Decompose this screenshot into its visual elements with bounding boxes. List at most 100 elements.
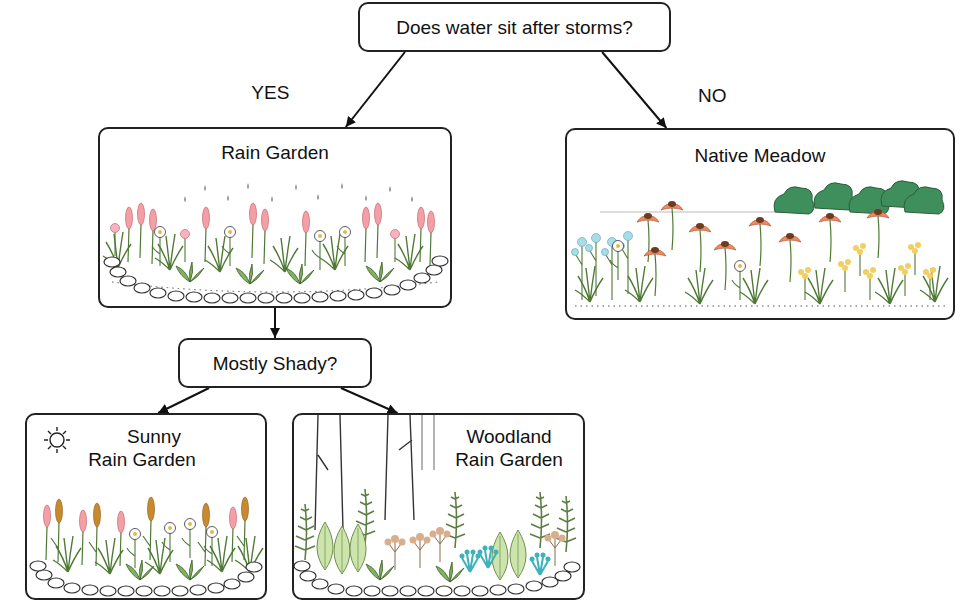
yellow-flower bbox=[838, 259, 851, 292]
grass-clump bbox=[155, 234, 183, 270]
white-flower bbox=[732, 261, 746, 301]
yellow-flower bbox=[908, 242, 921, 275]
arrow-connector bbox=[274, 308, 276, 338]
ochre-spike bbox=[51, 499, 63, 562]
leafy-plant bbox=[236, 264, 264, 284]
yellow-flower bbox=[863, 267, 876, 300]
coneflower bbox=[867, 209, 889, 258]
hosta-leaf bbox=[334, 526, 350, 574]
pink-spike bbox=[138, 203, 145, 258]
edge-label-holder: YES bbox=[248, 80, 292, 103]
connector-group bbox=[158, 52, 666, 413]
grass-clump bbox=[270, 236, 298, 272]
grass-clump bbox=[145, 538, 173, 574]
pink-spike bbox=[118, 511, 125, 566]
fern bbox=[295, 504, 315, 560]
hosta-leaf bbox=[317, 522, 333, 570]
grass-clump bbox=[805, 268, 833, 304]
raindrop bbox=[204, 185, 206, 191]
pink-spike bbox=[80, 510, 87, 565]
pink-spike bbox=[250, 203, 257, 258]
pink-flower bbox=[111, 224, 120, 257]
pink-spike bbox=[375, 203, 382, 258]
tree-trunk bbox=[422, 415, 434, 470]
shrub bbox=[774, 187, 814, 214]
pink-flower bbox=[181, 230, 190, 263]
raindrop bbox=[295, 184, 297, 190]
pink-spike bbox=[126, 207, 133, 262]
grass-clump bbox=[685, 268, 713, 304]
tan-flower bbox=[430, 527, 451, 562]
pink-spike bbox=[150, 209, 157, 264]
grass-clump bbox=[95, 538, 123, 574]
raindrop bbox=[389, 186, 391, 192]
tree-trunk bbox=[385, 415, 414, 520]
white-flower bbox=[337, 227, 351, 267]
coneflower bbox=[749, 217, 771, 266]
question-box: Does water sit after storms? bbox=[358, 2, 671, 52]
arrow-connector bbox=[602, 52, 666, 128]
coneflower bbox=[644, 247, 666, 296]
rock-border bbox=[294, 561, 580, 596]
question-box: Mostly Shady? bbox=[178, 338, 372, 388]
white-flower bbox=[182, 519, 196, 559]
hosta-leaf bbox=[510, 530, 526, 578]
tan-flower bbox=[410, 533, 431, 568]
white-flower bbox=[204, 527, 218, 567]
pink-spike bbox=[203, 207, 210, 262]
edge-label-holder: NO bbox=[695, 84, 730, 107]
yellow-flower bbox=[853, 243, 866, 276]
blue-flower bbox=[572, 238, 587, 301]
pink-spike bbox=[303, 211, 310, 266]
tan-flower bbox=[385, 535, 406, 570]
leafy-plant bbox=[176, 560, 204, 580]
coneflower bbox=[819, 213, 841, 262]
arrow-connector bbox=[341, 388, 398, 413]
sun-rays bbox=[44, 427, 70, 453]
rock-border bbox=[104, 256, 448, 303]
sun-icon bbox=[50, 433, 64, 447]
grass-clump bbox=[740, 268, 768, 304]
garden-box: Woodland Rain Garden bbox=[292, 413, 585, 600]
white-flower bbox=[222, 227, 236, 267]
hosta-leaf bbox=[350, 524, 366, 572]
coneflower bbox=[714, 241, 736, 290]
grass-clump bbox=[205, 236, 233, 272]
raindrop bbox=[411, 196, 413, 202]
grass-clump bbox=[625, 266, 653, 302]
coneflower bbox=[779, 233, 801, 282]
raindrop bbox=[341, 183, 343, 189]
box-title: Does water sit after storms? bbox=[396, 16, 633, 39]
white-flower bbox=[610, 241, 624, 281]
white-flower bbox=[162, 523, 176, 563]
arrow-connector bbox=[158, 388, 209, 413]
horizon-line bbox=[600, 212, 800, 213]
leafy-plant bbox=[286, 264, 314, 284]
raindrop bbox=[365, 195, 367, 201]
coneflower bbox=[689, 223, 711, 272]
tree-trunk bbox=[315, 415, 343, 530]
fern bbox=[556, 496, 576, 552]
grass-clump bbox=[575, 266, 603, 302]
rock-border bbox=[30, 561, 262, 596]
raindrop bbox=[317, 194, 319, 200]
ochre-spike bbox=[237, 497, 249, 560]
yellow-flower bbox=[898, 263, 911, 296]
ochre-spike bbox=[89, 503, 101, 566]
edge-label: NO bbox=[695, 84, 730, 107]
raindrop bbox=[271, 196, 273, 202]
grass-clump bbox=[875, 268, 903, 304]
white-flower bbox=[312, 231, 326, 271]
grass-clump bbox=[920, 266, 948, 302]
pink-spike bbox=[418, 207, 425, 262]
leafy-plant bbox=[366, 262, 394, 282]
shrub bbox=[904, 187, 944, 214]
yellow-flower bbox=[798, 267, 811, 300]
garden-box: Rain Garden bbox=[98, 127, 452, 308]
pink-flower bbox=[391, 230, 400, 263]
edge-label: YES bbox=[248, 80, 292, 103]
garden-box: Sunny Rain Garden bbox=[25, 413, 267, 600]
